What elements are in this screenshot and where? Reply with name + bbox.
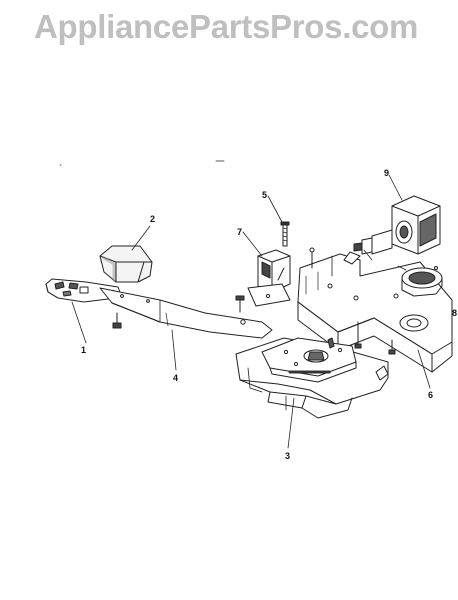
part-3-base-assembly	[235, 321, 396, 419]
part-5-screw	[280, 221, 290, 247]
callout-8: 8	[452, 308, 457, 318]
callout-4: 4	[173, 373, 178, 383]
part-9-gas-valve	[343, 195, 441, 265]
callout-3: 3	[285, 451, 290, 461]
watermark-logo: AppliancePartsPros.com	[34, 8, 419, 45]
callout-labels: 2 1 4 5 7 9 3 6 8	[81, 168, 457, 461]
leader-1	[71, 301, 87, 344]
callout-7: 7	[237, 227, 242, 237]
leader-5	[267, 195, 283, 223]
part-8-thermostat	[397, 265, 443, 297]
leader-4	[171, 329, 177, 371]
leader-3	[287, 397, 295, 449]
callout-5: 5	[262, 190, 267, 200]
part-1-lever-handle	[45, 278, 121, 303]
part-7-switch	[247, 249, 291, 307]
part-4-lever-bar	[99, 287, 273, 339]
leader-6	[417, 349, 431, 389]
callout-2: 2	[150, 214, 155, 224]
callout-6: 6	[428, 390, 433, 400]
leader-lines	[71, 174, 431, 449]
part-screw-center	[235, 295, 245, 313]
callout-1: 1	[81, 345, 86, 355]
part-2-knob	[99, 245, 153, 283]
leader-9	[388, 174, 403, 201]
callout-9: 9	[384, 168, 389, 178]
leader-7	[242, 231, 263, 257]
part-screw-left	[112, 312, 122, 329]
leader-2	[131, 225, 151, 251]
